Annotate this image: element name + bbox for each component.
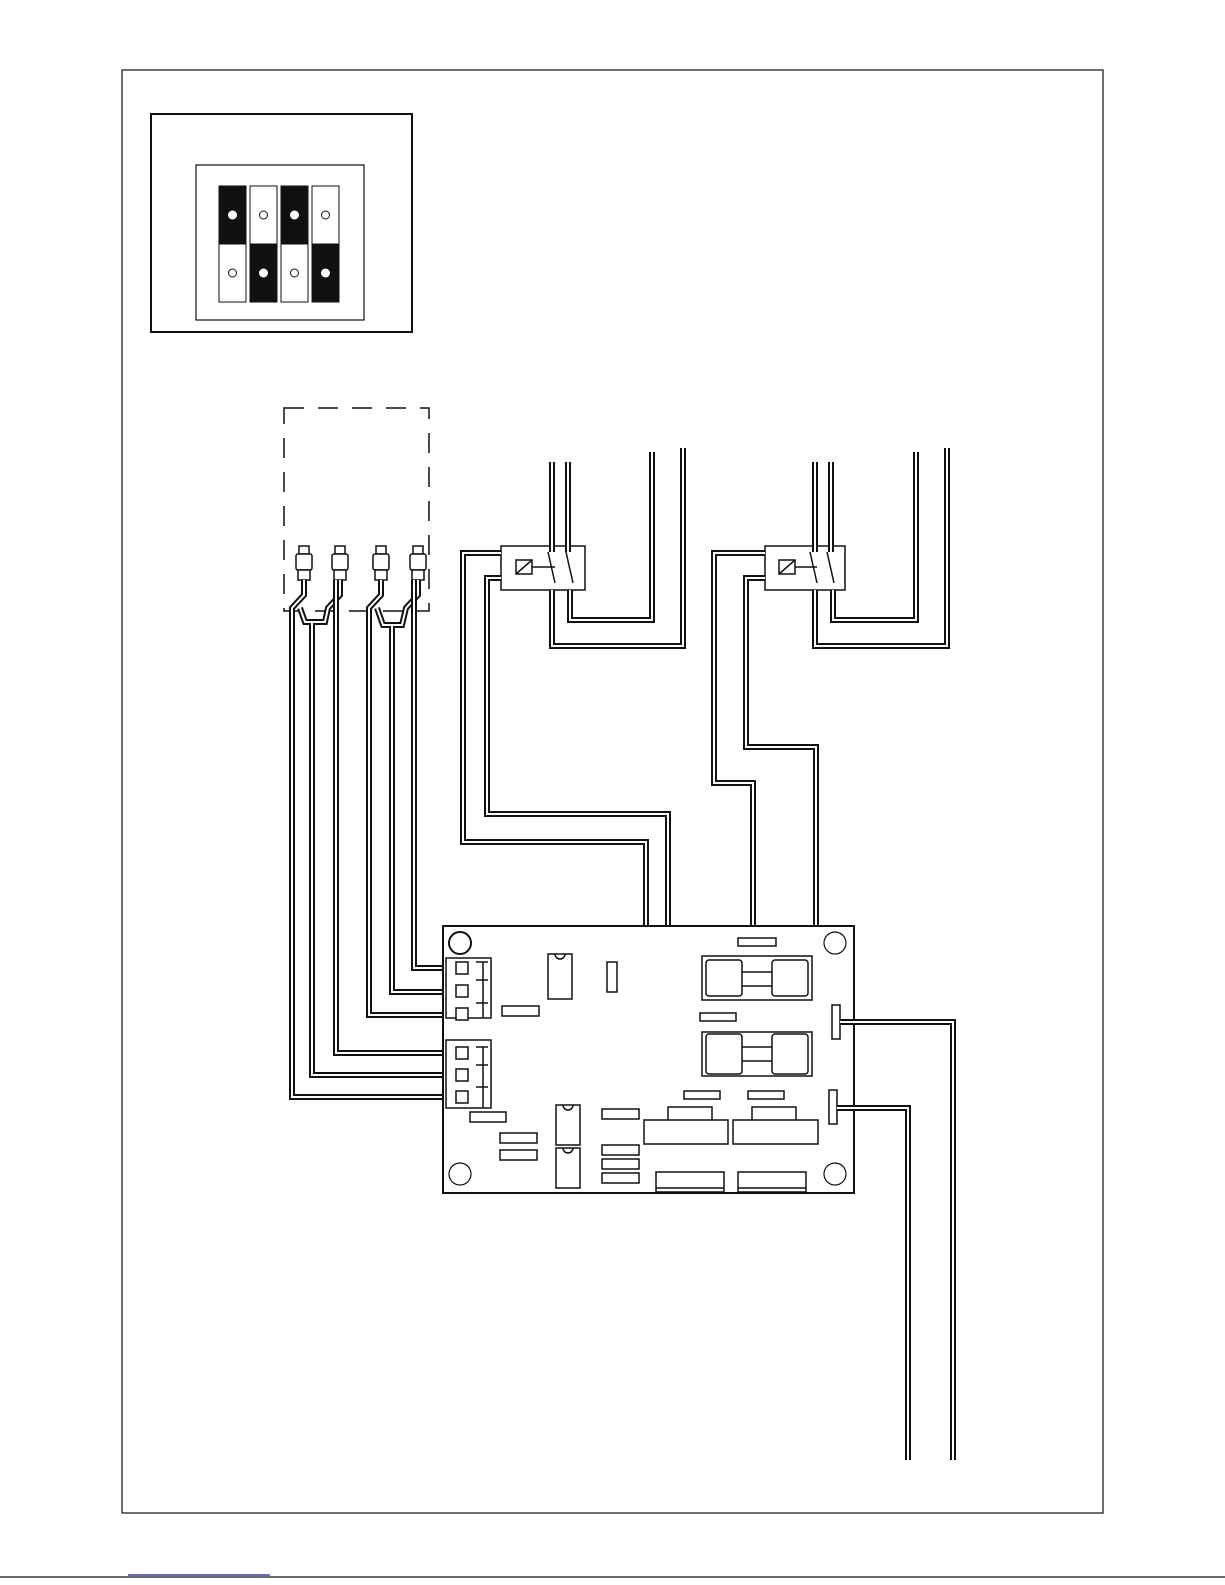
ic-chip-2 [556,1105,580,1145]
ic-chip-1 [548,954,572,999]
mounting-hole-top-right [824,932,846,954]
sensor-connector-3 [373,546,389,580]
resistor-4 [500,1150,537,1160]
board-connector-low-1 [684,1091,720,1099]
dip-switch-position-3 [281,186,308,302]
dip-switch-position-4 [312,186,339,302]
cable-f [414,580,459,968]
board-connector-mid [700,1013,736,1021]
resistor-6 [602,1145,639,1155]
resistor-2 [470,1112,506,1122]
resistor-1 [502,1006,539,1016]
mounting-hole-bottom-left [449,1163,471,1185]
sensor-connectors [296,546,426,580]
control-board [443,926,854,1193]
sensor-cables [292,580,459,1097]
relay-2-load-wire-3 [833,452,916,620]
output-lead-1 [840,1022,953,1460]
power-relay-2 [702,1032,812,1076]
resistor-7 [602,1159,639,1169]
relay-2-body [765,546,845,590]
edge-connector-2 [738,1172,806,1192]
relay-1 [501,546,585,590]
dip-switch-position-1 [219,186,246,302]
dip-switch-inset [151,114,412,332]
terminal-block-1 [446,958,491,1020]
cable-c [336,580,459,1053]
dip-switch-position-2 [250,186,277,302]
mounting-hole-top-left [449,932,471,954]
mounting-hole-bottom-right [824,1163,846,1185]
relay-1-load-wire-3 [570,452,652,620]
resistor-3 [500,1133,537,1143]
relay-1-body [501,546,585,590]
side-connector-2 [829,1090,837,1124]
relay-2 [765,546,845,590]
resistor-8 [602,1173,639,1183]
side-connector-1 [832,1005,840,1039]
ic-chip-3 [556,1148,580,1188]
cable-a [292,580,459,1097]
component-vertical [607,962,617,992]
power-relay-1 [702,956,812,1000]
resistor-5 [602,1109,639,1119]
sensor-connector-2 [332,546,348,580]
terminal-block-2 [446,1040,491,1108]
board-connector-top [738,938,776,946]
sensor-connector-1 [296,546,312,580]
board-connector-low-2 [748,1091,784,1099]
sensor-connector-4 [410,546,426,580]
edge-connector-1 [656,1172,724,1192]
cable-b [300,580,459,1075]
